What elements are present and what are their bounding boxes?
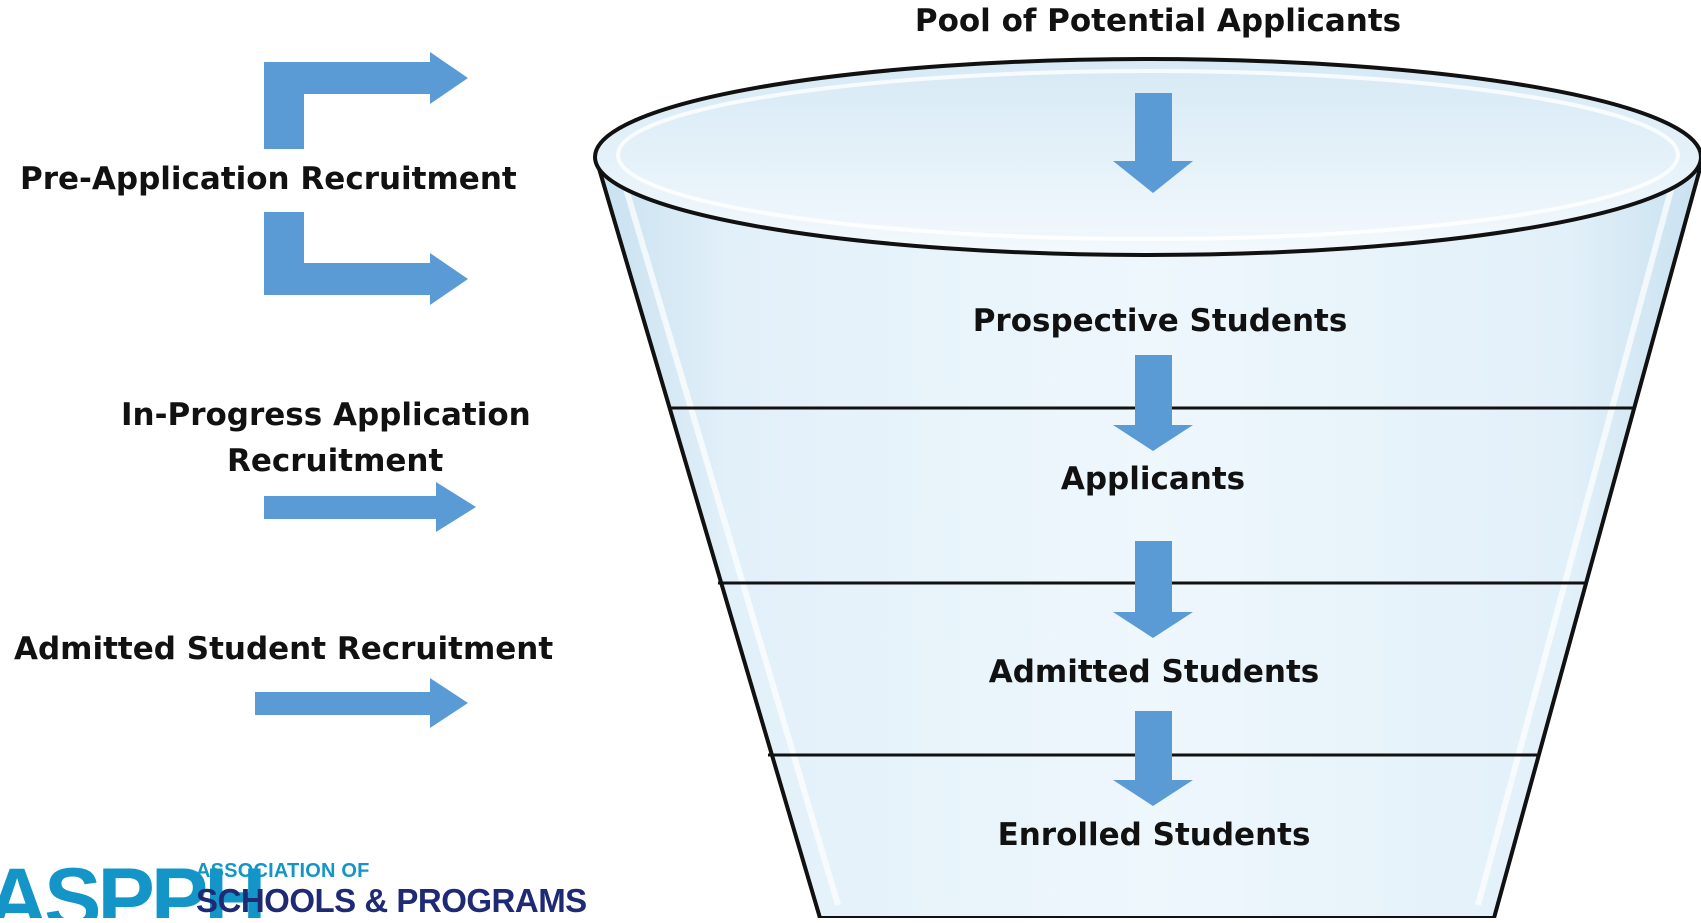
stage-label-admitted: Admitted Students [988, 654, 1320, 690]
aspph-logo: ASPPH ASSOCIATION OF SCHOOLS & PROGRAMS [0, 852, 600, 918]
down-arrow-pool [1113, 93, 1193, 193]
stage-label-applicants: Applicants [1060, 461, 1246, 497]
logo-text-line1: ASSOCIATION OF [196, 860, 370, 882]
down-arrow-applicants [1113, 541, 1193, 638]
bent-arrow-up [264, 52, 468, 149]
stage-label-prospective: Prospective Students [972, 303, 1348, 339]
bent-arrow-down [264, 212, 468, 305]
in-progress-label-line1: In-Progress Application [121, 397, 531, 433]
admitted-recruitment-label: Admitted Student Recruitment [14, 631, 554, 667]
pool-label: Pool of Potential Applicants [914, 3, 1402, 39]
down-arrow-prospective [1113, 355, 1193, 451]
funnel-bevel-left [619, 174, 841, 906]
in-progress-label-line2: Recruitment [227, 443, 444, 479]
logo-text-line2: SCHOOLS & PROGRAMS [196, 882, 587, 918]
pre-application-label: Pre-Application Recruitment [20, 161, 517, 197]
right-arrow-admitted [255, 678, 468, 728]
down-arrow-admitted [1113, 711, 1193, 806]
right-arrow-in-progress [264, 482, 476, 532]
logo-mark: ASPPH [0, 852, 266, 918]
funnel-top-highlight [616, 69, 1680, 241]
stage-label-enrolled: Enrolled Students [997, 817, 1311, 853]
funnel-bevel-right [1475, 174, 1678, 906]
